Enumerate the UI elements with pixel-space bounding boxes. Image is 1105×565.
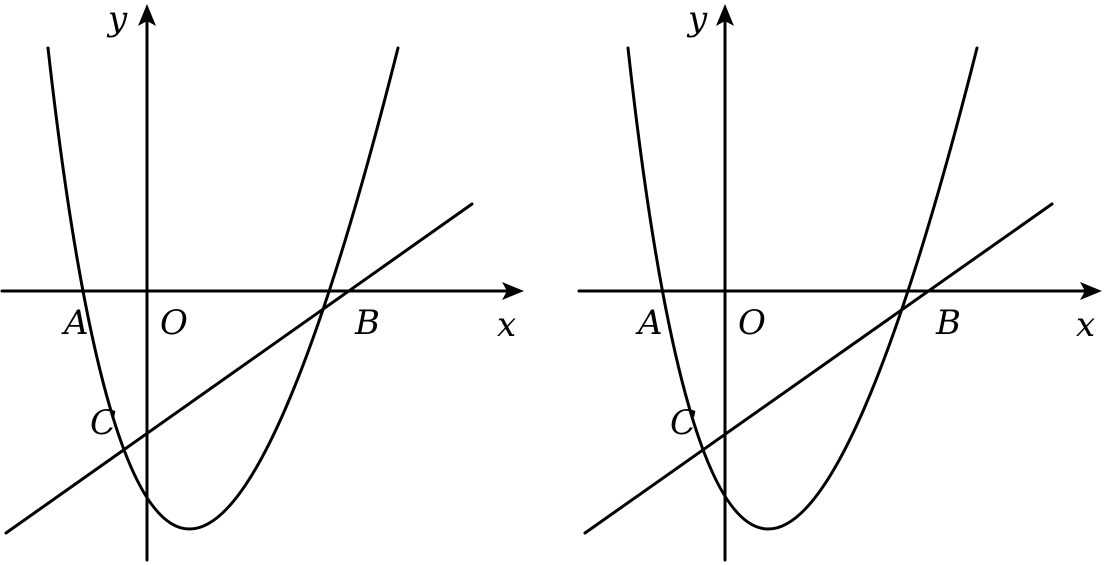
y-axis-label: y — [106, 0, 128, 39]
line-bc — [4, 202, 474, 535]
parabola — [46, 46, 400, 531]
point-b-label: B — [354, 303, 380, 343]
parabola — [626, 46, 979, 531]
x-axis-label: x — [497, 305, 516, 345]
point-a-label: A — [635, 303, 663, 343]
point-a-label: A — [61, 303, 89, 343]
x-axis-arrow — [502, 282, 524, 300]
panel-left: y x O A B C — [0, 0, 524, 562]
line-bc — [583, 202, 1054, 535]
point-b-label: B — [935, 303, 961, 343]
origin-label: O — [160, 303, 188, 343]
y-axis-arrow — [716, 4, 734, 26]
x-axis-arrow — [1080, 282, 1102, 300]
y-axis-label: y — [686, 0, 708, 39]
x-axis-label: x — [1076, 305, 1095, 345]
point-c-label: C — [90, 403, 116, 443]
y-axis-arrow — [138, 4, 156, 26]
origin-label: O — [738, 303, 766, 343]
point-c-label: C — [670, 403, 696, 443]
panel-right: y x O A B C — [577, 0, 1102, 562]
